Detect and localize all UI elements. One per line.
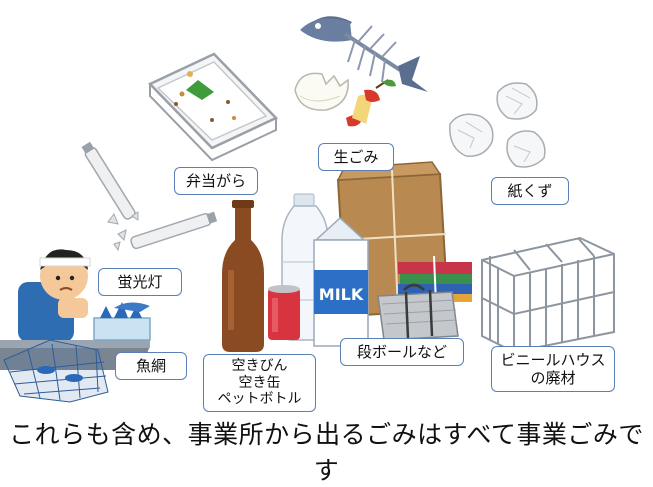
illustration-stage: MILK 弁当がら 生ごみ 紙くず 蛍光灯 魚網 空きびん 空き缶 ペットボトル…: [0, 16, 643, 485]
label-bottles-line2: 空き缶: [238, 374, 281, 391]
fish-net-icon: [3, 339, 109, 403]
fish-crate-icon: [93, 302, 151, 341]
label-keikoutou: 蛍光灯: [98, 268, 182, 296]
label-bottles-line3: ペットボトル: [217, 391, 302, 408]
label-vinyl-line1: ビニールハウス: [500, 351, 606, 369]
eggshell-icon: [294, 72, 349, 111]
newspaper-bundle-icon: [377, 283, 459, 341]
waste-illustrations: MILK: [0, 16, 615, 403]
label-bottles-line1: 空きびん: [231, 357, 288, 374]
label-danboru-text: 段ボールなど: [356, 343, 447, 361]
label-namagomi: 生ごみ: [318, 143, 394, 171]
fish-bone-icon: [300, 16, 428, 92]
label-bento-text: 弁当がら: [185, 172, 246, 190]
label-vinyl-house: ビニールハウス の廃材: [491, 346, 615, 392]
crumpled-paper-icon: [449, 82, 546, 168]
milk-carton-icon: MILK: [313, 216, 369, 347]
fluorescent-tube-icon: [81, 141, 218, 252]
milk-carton-text: MILK: [319, 285, 364, 304]
label-namagomi-text: 生ごみ: [333, 148, 379, 166]
label-kamikuzu: 紙くず: [491, 177, 569, 205]
label-danboru: 段ボールなど: [340, 338, 464, 366]
apple-core-icon: [346, 79, 396, 127]
label-kamikuzu-text: 紙くず: [507, 182, 553, 200]
label-vinyl-line2: の廃材: [530, 369, 576, 387]
boat-icon: [0, 340, 150, 370]
caption-text: これらも含め、事業所から出るごみはすべて事業ごみです: [9, 420, 644, 485]
bento-container-icon: [147, 52, 279, 162]
label-gyomou-text: 魚網: [135, 357, 166, 375]
label-keikoutou-text: 蛍光灯: [117, 273, 163, 291]
label-gyomou: 魚網: [115, 352, 187, 380]
label-bento: 弁当がら: [174, 167, 258, 195]
red-can-icon: [268, 285, 300, 340]
greenhouse-frame-icon: [481, 236, 615, 354]
label-bottles: 空きびん 空き缶 ペットボトル: [203, 354, 316, 412]
brown-bottle-icon: [222, 200, 264, 352]
fisherman-icon: [18, 249, 91, 342]
